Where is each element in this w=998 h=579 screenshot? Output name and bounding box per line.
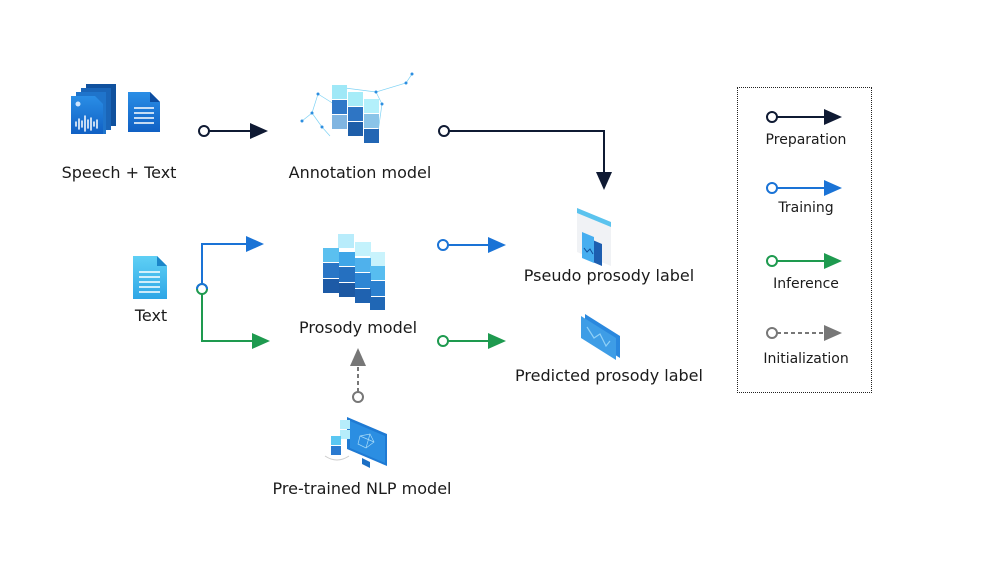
text-document-icon xyxy=(133,256,167,299)
legend-label-inference: Inference xyxy=(773,276,839,292)
edge-inference-prosody-to-predicted-label xyxy=(437,333,506,349)
edge-training-prosody-to-pseudo-label xyxy=(437,237,506,253)
legend-label-training: Training xyxy=(778,200,834,216)
legend-arrow-preparation xyxy=(766,109,842,125)
node-label-pretrained-nlp-model: Pre-trained NLP model xyxy=(272,479,452,498)
legend xyxy=(737,87,872,393)
node-label-speech-text: Speech + Text xyxy=(61,163,177,182)
monitor-network-icon xyxy=(324,417,387,468)
chart-panel-icon xyxy=(581,314,620,360)
edge-preparation-annotation-to-pseudo-label xyxy=(438,125,612,190)
node-label-text: Text xyxy=(134,306,168,325)
edge-initialization-nlp-to-prosody xyxy=(350,348,366,403)
edge-inference-text-to-prosody xyxy=(201,294,270,349)
node-label-prosody-model: Prosody model xyxy=(298,318,418,337)
legend-label-initialization: Initialization xyxy=(763,351,849,367)
window-chart-icon xyxy=(577,208,611,266)
edge-training-text-to-prosody xyxy=(201,236,264,284)
legend-arrow-training xyxy=(766,180,842,196)
node-label-annotation-model: Annotation model xyxy=(288,163,432,182)
data-cubes-network-icon xyxy=(300,72,414,143)
legend-arrow-initialization xyxy=(766,325,842,341)
legend-label-preparation: Preparation xyxy=(765,132,847,148)
node-label-pseudo-prosody-label: Pseudo prosody label xyxy=(523,266,695,285)
audio-and-text-documents-icon xyxy=(71,84,160,134)
edge-preparation-speech-to-annotation xyxy=(198,123,268,139)
node-label-predicted-prosody-label: Predicted prosody label xyxy=(515,366,703,385)
cube-stack-icon xyxy=(323,234,385,310)
split-node-top xyxy=(196,283,208,290)
legend-arrow-inference xyxy=(766,253,842,269)
